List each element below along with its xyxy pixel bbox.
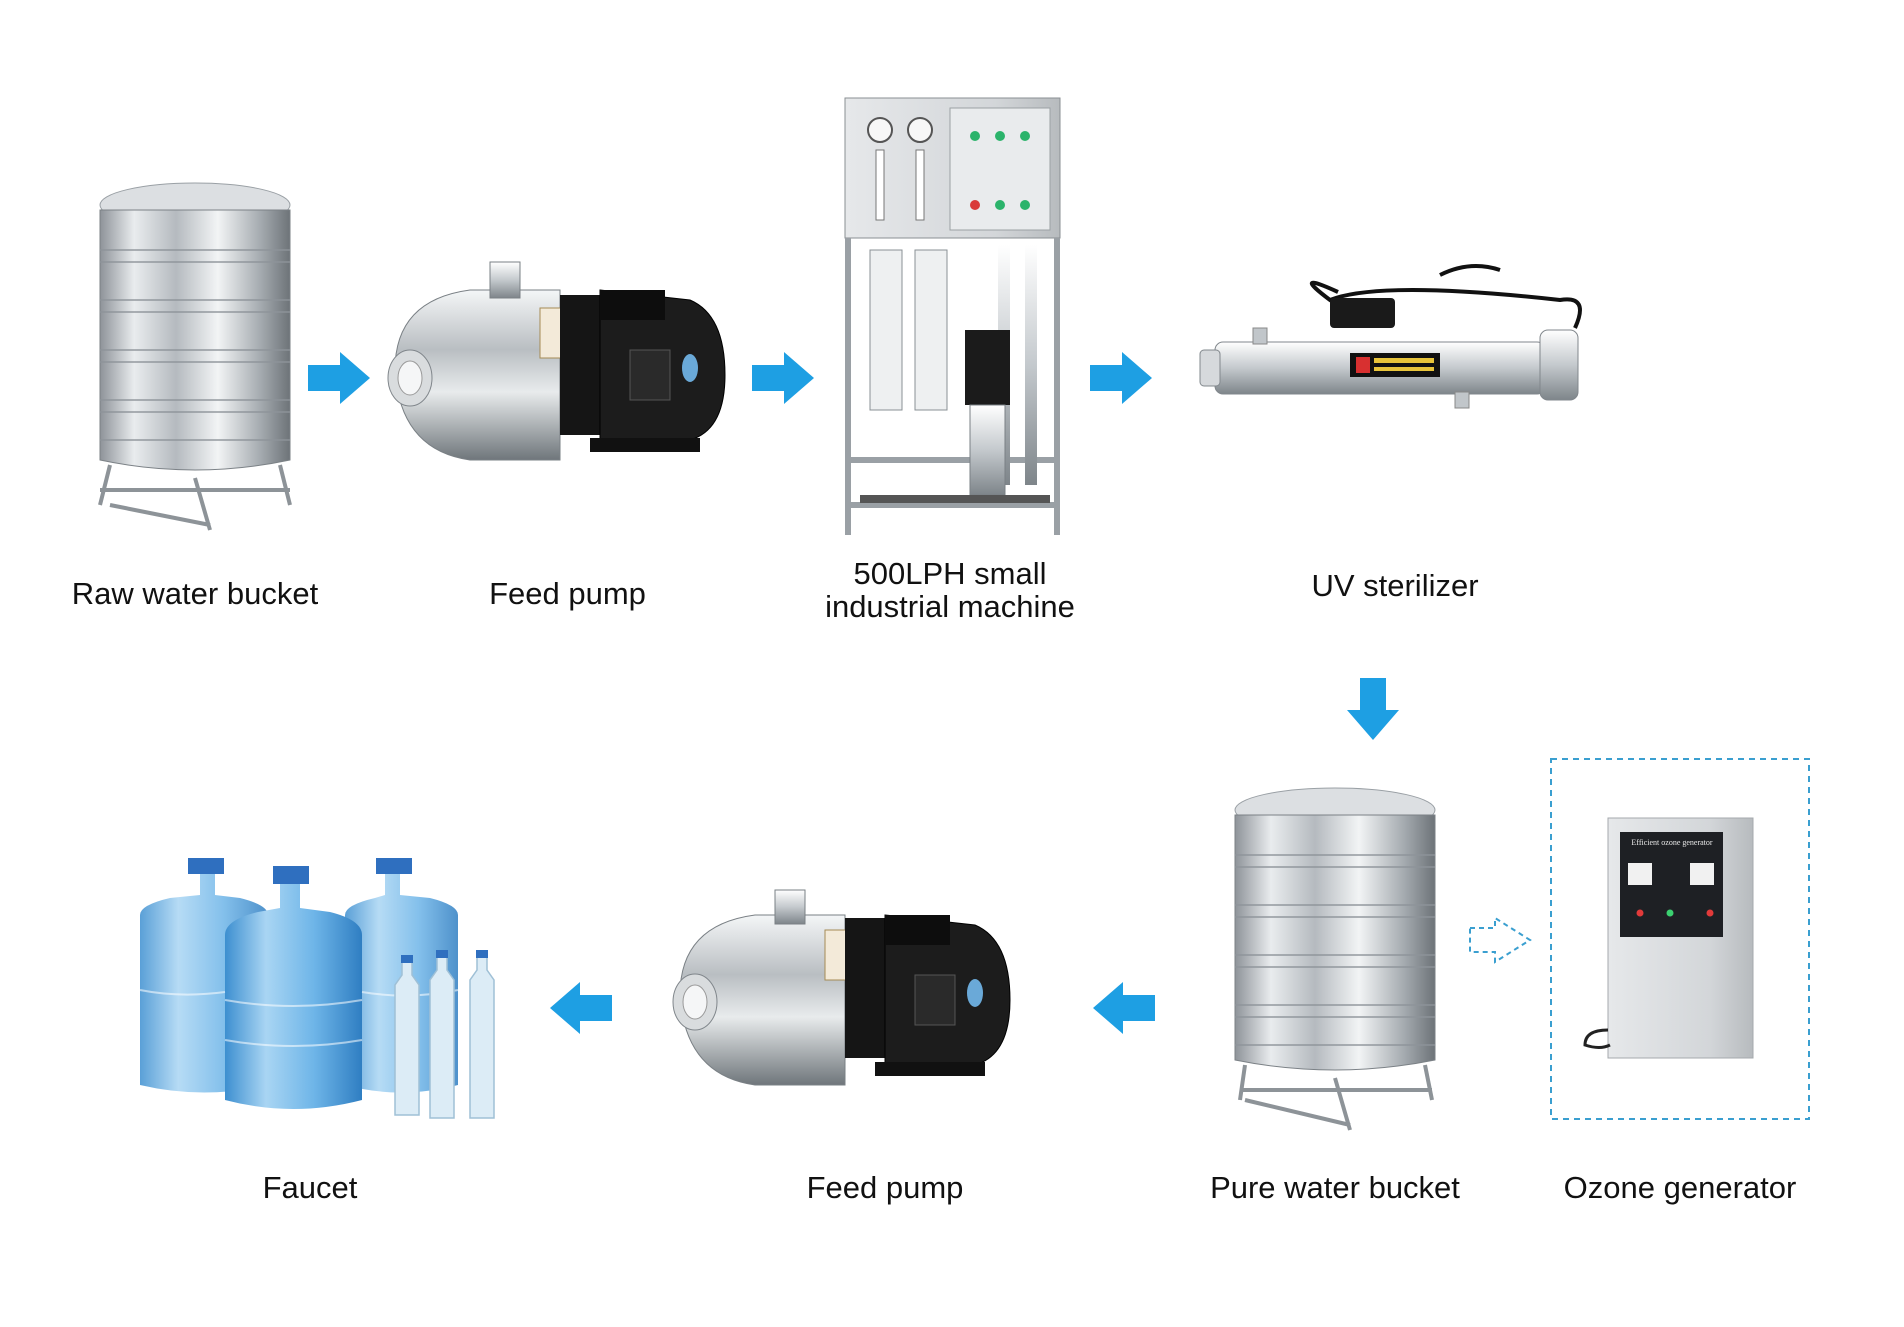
faucet-illustration (139, 858, 495, 1119)
label-raw-water-bucket: Raw water bucket (71, 576, 319, 611)
label-ozone-generator: Ozone generator (1563, 1170, 1797, 1205)
raw-water-bucket-illustration (98, 182, 292, 531)
uv-sterilizer-illustration (1199, 264, 1582, 409)
arrow-left-1 (1093, 982, 1155, 1034)
label-faucet: Faucet (262, 1170, 358, 1205)
ozone-generator-illustration (1550, 758, 1810, 1120)
arrow-right-3 (1090, 352, 1152, 404)
ozone-panel-title: Efficient ozone generator (1631, 838, 1713, 847)
label-ro-machine: 500LPH small industrial machine (800, 556, 1100, 624)
label-pure-water-bucket: Pure water bucket (1210, 1170, 1460, 1205)
arrow-down-1 (1347, 678, 1399, 740)
label-uv-sterilizer: UV sterilizer (1311, 568, 1479, 603)
arrow-right-1 (308, 352, 370, 404)
label-ro-machine-line1: 500LPH small (853, 556, 1047, 591)
arrow-left-2 (550, 982, 612, 1034)
pure-water-bucket-illustration (1234, 787, 1436, 1131)
arrow-right-2 (752, 352, 814, 404)
label-ro-machine-line2: industrial machine (825, 588, 1075, 624)
ro-machine-illustration (844, 97, 1061, 535)
flow-arrows (308, 352, 1399, 1034)
feed-pump-1-illustration (387, 261, 726, 461)
label-feed-pump-2: Feed pump (806, 1170, 964, 1205)
dashed-arrow-to-ozone (1469, 916, 1532, 964)
label-feed-pump-1: Feed pump (489, 576, 646, 611)
feed-pump-2-illustration (672, 889, 1011, 1086)
